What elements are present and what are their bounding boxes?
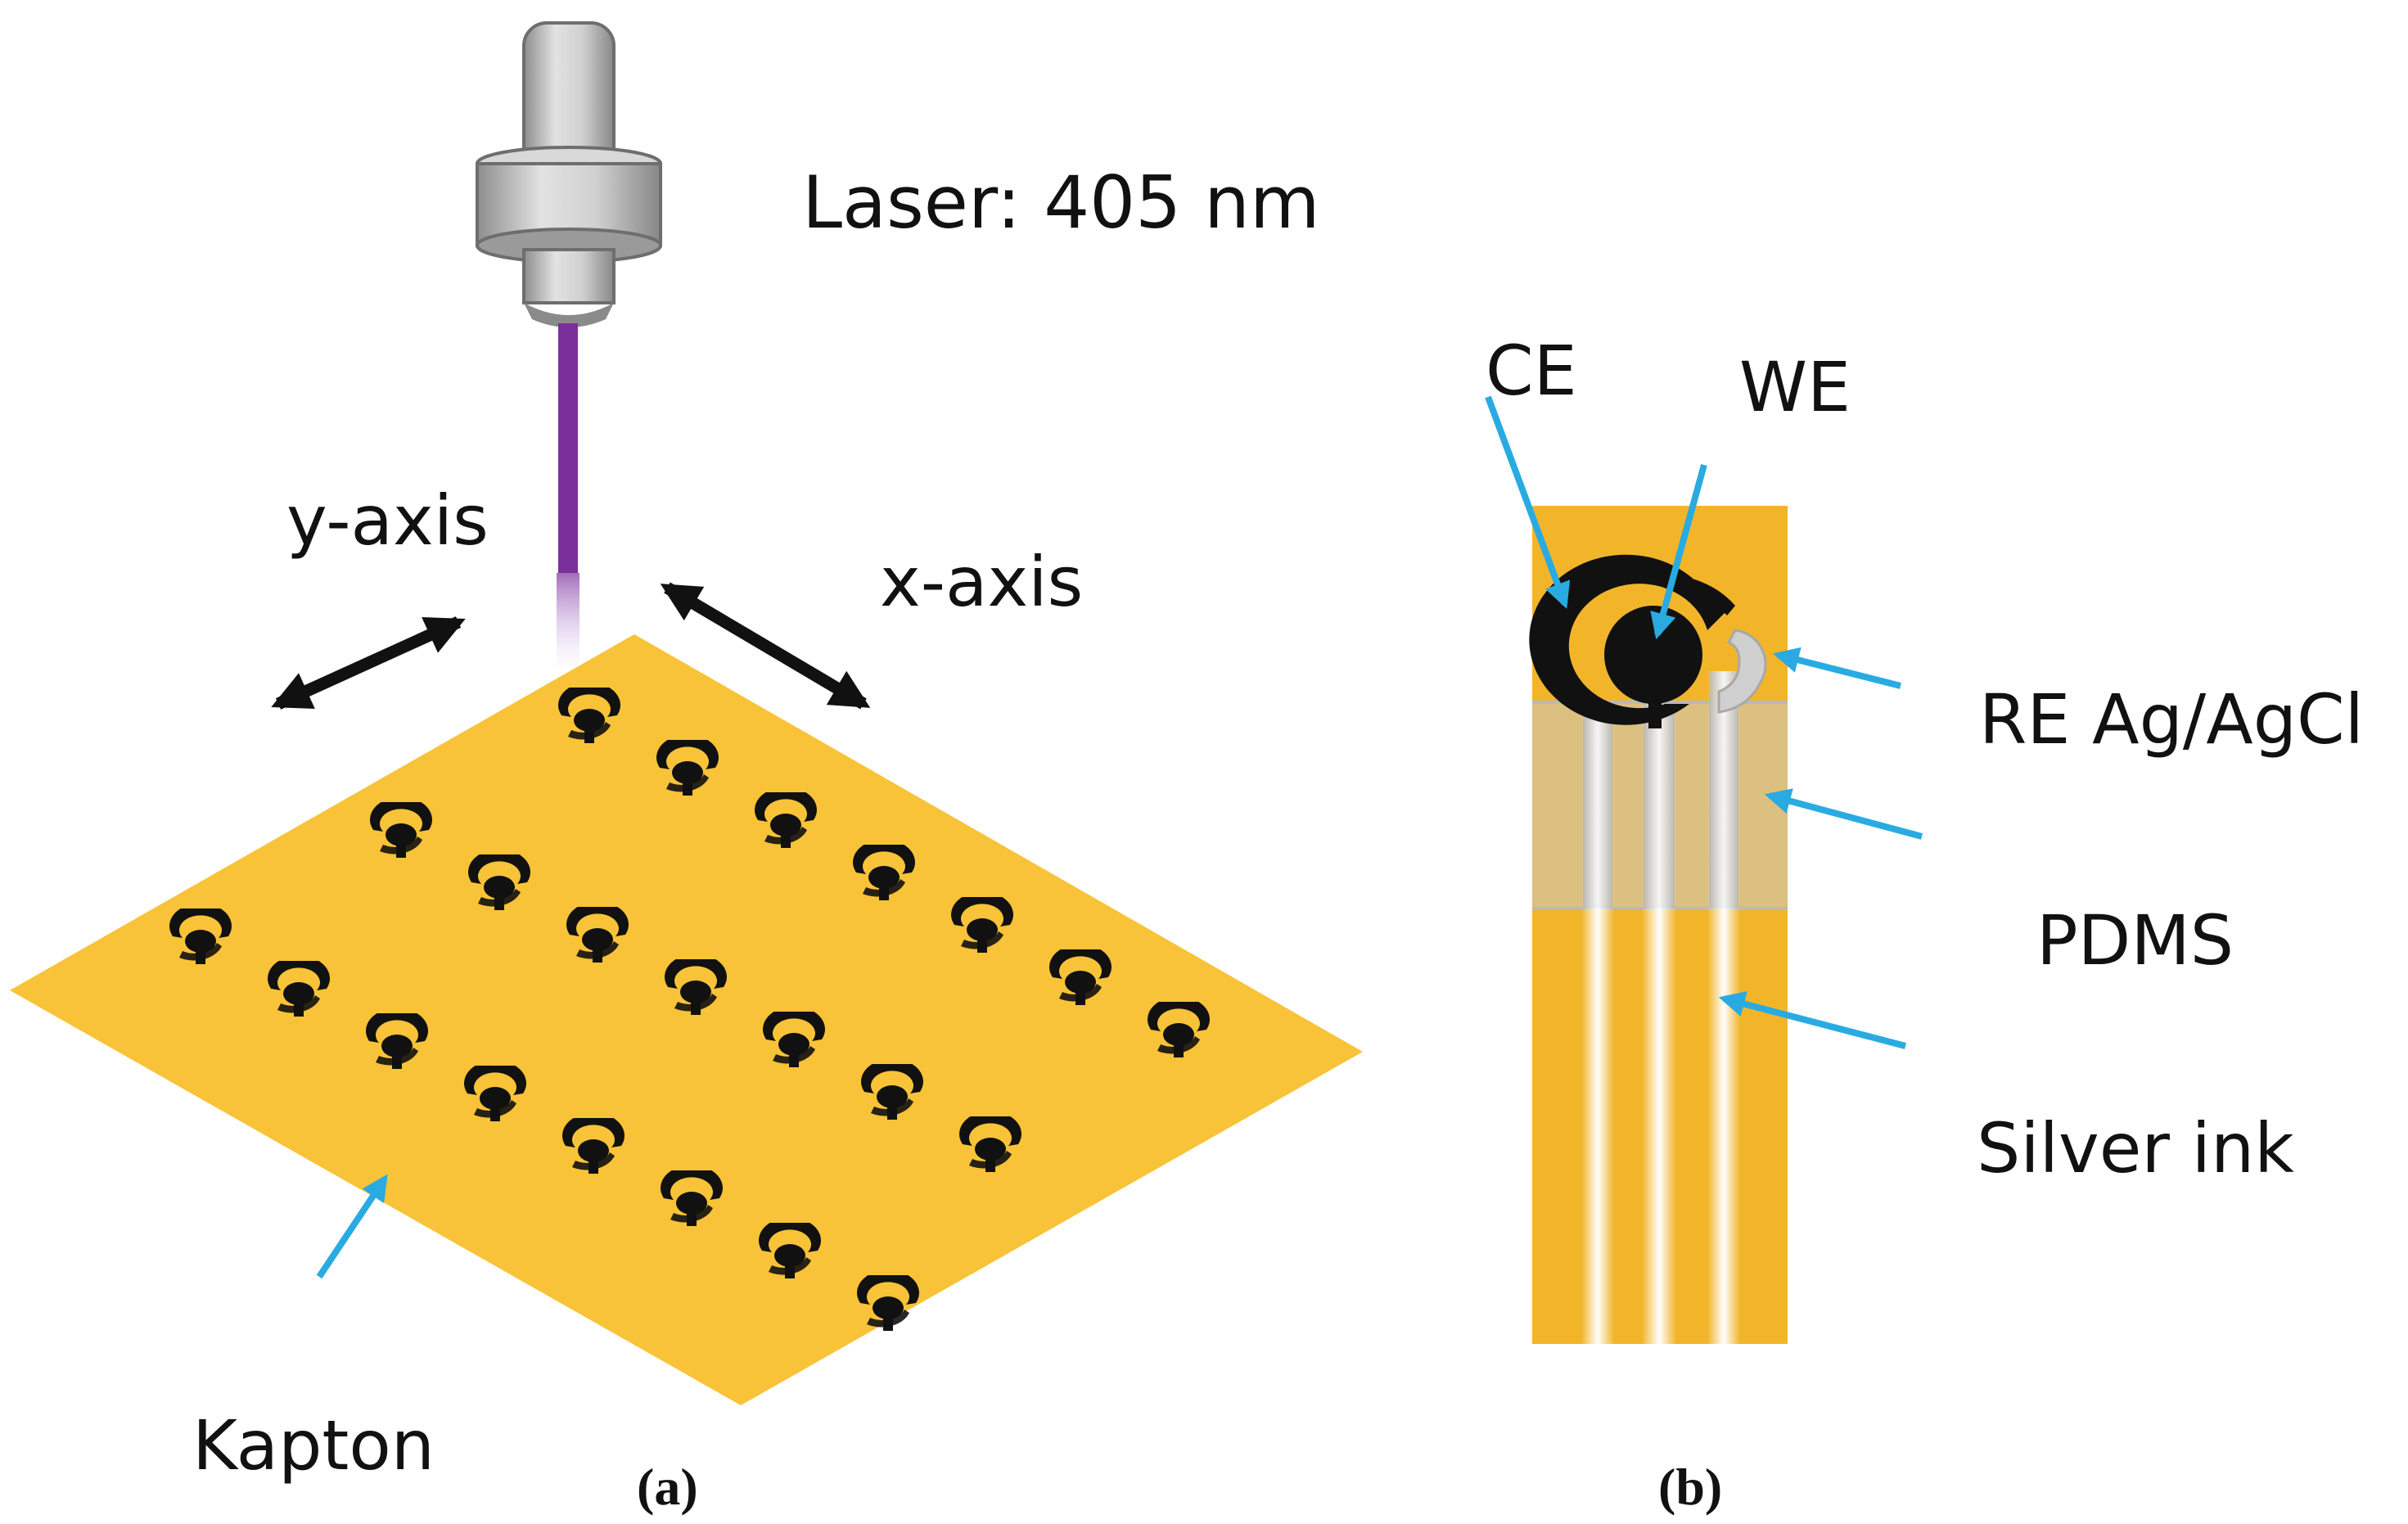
- pdms-label: PDMS: [2036, 900, 2234, 981]
- pdms-pointer-arrow: [1764, 788, 1923, 840]
- panel-b-caption: (b): [1658, 1458, 1722, 1516]
- panel-b: CE WE RE Ag/AgCl PDMS Silver ink (b): [1485, 331, 2364, 1516]
- panel-a: Laser: 405 nm y-axis x-axis Kapton (a): [10, 21, 1363, 1516]
- x-axis-label: x-axis: [880, 542, 1083, 622]
- counter-electrode: [1529, 554, 1729, 725]
- ce-label: CE: [1486, 331, 1577, 411]
- silver-pointer-arrow: [1718, 990, 1907, 1049]
- silver-ink-label: Silver ink: [1977, 1108, 2294, 1188]
- ce-pointer-arrow: [1485, 395, 1571, 609]
- kapton-label: Kapton: [192, 1405, 435, 1486]
- laser-head: [476, 21, 662, 327]
- re-label: RE Ag/AgCl: [1979, 679, 2364, 760]
- kapton-pointer-arrow: [316, 1174, 388, 1279]
- laser-beam: [558, 323, 578, 573]
- re-pointer-arrow: [1772, 647, 1901, 689]
- laser-label: Laser: 405 nm: [802, 160, 1320, 245]
- y-axis-label: y-axis: [286, 480, 489, 561]
- laser-beam-glow: [557, 573, 579, 667]
- panel-a-caption: (a): [637, 1458, 698, 1516]
- working-electrode: [1604, 606, 1702, 704]
- kapton-sheet: [10, 634, 1363, 1405]
- we-pointer-arrow: [1650, 463, 1707, 640]
- reference-electrode: [1717, 629, 1767, 714]
- x-axis-arrow: [660, 582, 871, 710]
- we-label: WE: [1739, 347, 1851, 427]
- y-axis-arrow: [271, 616, 466, 710]
